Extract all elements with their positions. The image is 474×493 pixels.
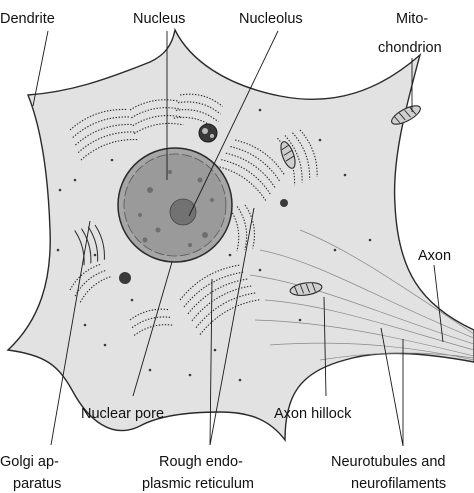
axon-hillock-label: Axon hillock [274, 406, 352, 422]
neuro-label-line2: neurofilaments [351, 476, 446, 492]
neuro-label-line1: Neurotubules and [331, 454, 445, 470]
mitochondrion-label-line1: Mito- [396, 11, 428, 27]
dendrite-label: Dendrite [0, 11, 55, 27]
nucleus [118, 148, 232, 262]
nucleus-label: Nucleus [133, 11, 185, 27]
rer-label-line1: Rough endo- [159, 454, 243, 470]
nuclear-pore-label: Nuclear pore [81, 406, 164, 422]
nucleolus-label: Nucleolus [239, 11, 303, 27]
golgi-label-line2: paratus [13, 476, 61, 492]
mitochondrion-label-line2: chondrion [378, 40, 442, 56]
rer-label-line2: plasmic reticulum [142, 476, 254, 492]
nucleolus [170, 199, 196, 225]
golgi-label-line1: Golgi ap- [0, 454, 59, 470]
axon-label: Axon [418, 248, 451, 264]
